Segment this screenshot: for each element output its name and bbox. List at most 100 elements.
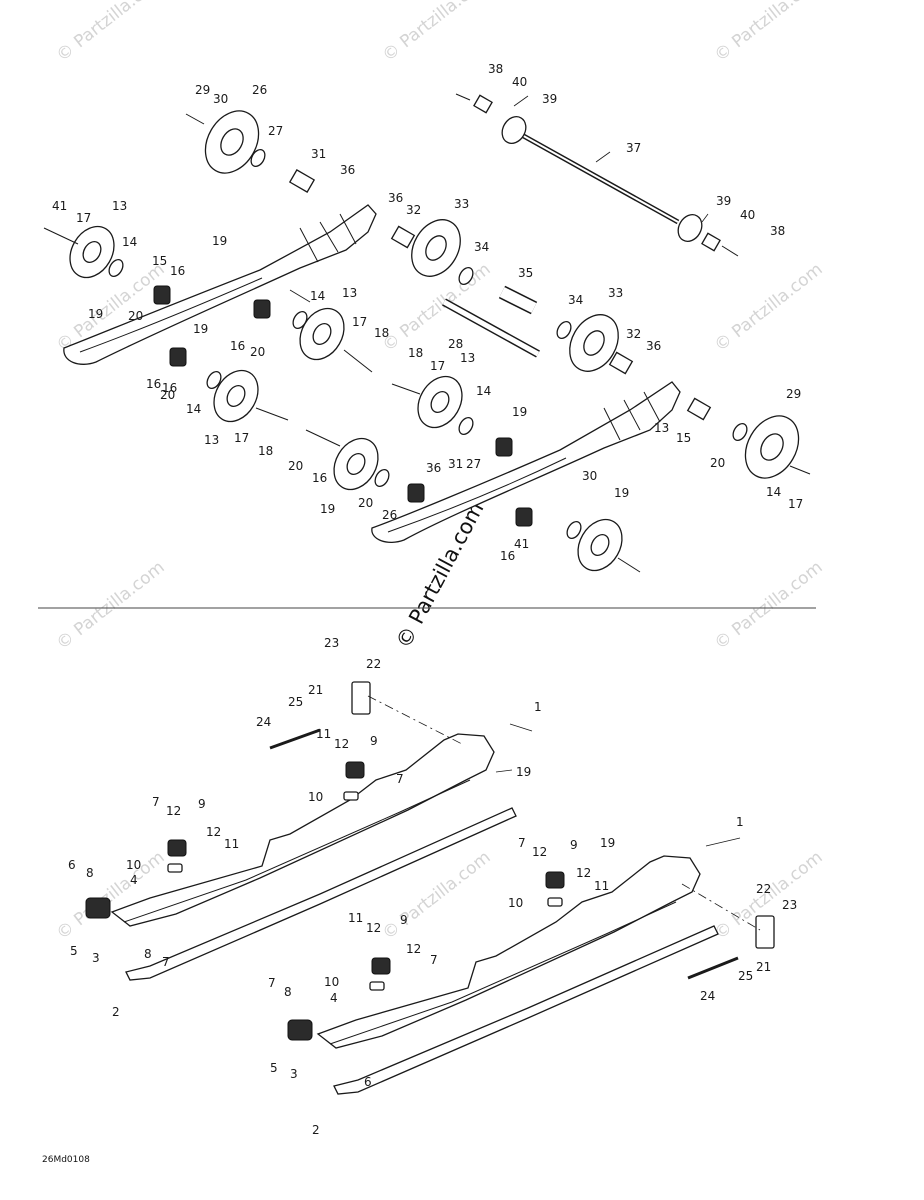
callout: 6 [364, 1075, 372, 1089]
callout: 9 [198, 797, 206, 811]
callout: 13 [342, 286, 357, 300]
callout: 38 [770, 224, 785, 238]
callout: 16 [312, 471, 327, 485]
callout: 19 [212, 234, 227, 248]
callout: 16 [146, 377, 161, 391]
callout: 22 [366, 657, 381, 671]
callout: 10 [508, 896, 523, 910]
callout: 14 [122, 235, 137, 249]
callout: 19 [600, 836, 615, 850]
callout: 13 [654, 421, 669, 435]
callout: 31 [448, 457, 463, 471]
bolt-24-top [269, 728, 321, 750]
callout: 10 [324, 975, 339, 989]
callout: 22 [756, 882, 771, 896]
callout: 12 [532, 845, 547, 859]
callout: 20 [160, 388, 175, 402]
callout: 32 [406, 203, 421, 217]
callout: 38 [488, 62, 503, 76]
callout: 36 [388, 191, 403, 205]
callout: 31 [311, 147, 326, 161]
block-22-top [351, 681, 371, 715]
callout: 39 [542, 92, 557, 106]
callout: 20 [288, 459, 303, 473]
watermark: © Partzilla.com [53, 0, 169, 66]
callout: 8 [86, 866, 94, 880]
rail-1-lower [316, 855, 701, 1049]
callout: 12 [166, 804, 181, 818]
callout: 17 [788, 497, 803, 511]
callout: 5 [270, 1061, 278, 1075]
callout: 12 [334, 737, 349, 751]
runner-2-upper [125, 807, 517, 981]
sliders-9 [167, 761, 565, 975]
callout: 18 [408, 346, 423, 360]
wheel-33-b [569, 314, 619, 372]
callout: 36 [646, 339, 661, 353]
wheel-13-d [417, 375, 463, 429]
callout: 4 [330, 991, 338, 1005]
callout: 37 [626, 141, 641, 155]
callout: 9 [400, 913, 408, 927]
callout: 8 [144, 947, 152, 961]
callout: 18 [258, 444, 273, 458]
callout: 9 [570, 838, 578, 852]
callout: 7 [396, 772, 404, 786]
runner-2-lower [333, 925, 719, 1095]
callout: 27 [268, 124, 283, 138]
callout: 27 [466, 457, 481, 471]
callout: 18 [374, 326, 389, 340]
roller-39-bottom [677, 214, 703, 242]
callout: 16 [162, 381, 177, 395]
callout: 12 [366, 921, 381, 935]
callout: 29 [195, 83, 210, 97]
callout: 7 [268, 976, 276, 990]
brackets-16 [153, 285, 533, 527]
callout: 7 [430, 953, 438, 967]
callout: 16 [500, 549, 515, 563]
callout: 28 [448, 337, 463, 351]
callout: 19 [512, 405, 527, 419]
callout: 7 [152, 795, 160, 809]
callout: 19 [320, 502, 335, 516]
callout: 24 [256, 715, 271, 729]
callout: 23 [782, 898, 797, 912]
bearings [108, 94, 748, 540]
callout: 41 [52, 199, 67, 213]
callout: 20 [710, 456, 725, 470]
callout: 40 [512, 75, 527, 89]
callout: 13 [204, 433, 219, 447]
callout: 21 [308, 683, 323, 697]
slide-frame-left [63, 204, 377, 365]
callout: 17 [234, 431, 249, 445]
roller-39-top [501, 116, 527, 144]
callouts-lower: 23 22 21 25 1 24 11 12 9 7 19 10 7 12 9 … [68, 636, 797, 1137]
watermark: © Partzilla.com [711, 0, 827, 66]
callout: 35 [518, 266, 533, 280]
callout: 13 [460, 351, 475, 365]
lower-assembly [85, 681, 775, 1095]
callout: 3 [92, 951, 100, 965]
callout: 15 [676, 431, 691, 445]
upper-assembly [43, 93, 811, 573]
callout: 20 [250, 345, 265, 359]
callout: 2 [112, 1005, 120, 1019]
callout: 14 [186, 402, 201, 416]
callout: 14 [766, 485, 781, 499]
callout: 17 [352, 315, 367, 329]
wheel-33-a [411, 219, 461, 277]
slide-frame-right [371, 381, 681, 543]
callout: 19 [516, 765, 531, 779]
callout: 8 [284, 985, 292, 999]
callout: 4 [130, 873, 138, 887]
callout: 26 [382, 508, 397, 522]
wheel-13-c [213, 369, 259, 423]
callout: 1 [736, 815, 744, 829]
callout: 25 [738, 969, 753, 983]
callout: 34 [568, 293, 583, 307]
leader-lines [289, 95, 741, 847]
callout: 13 [112, 199, 127, 213]
callout: 30 [582, 469, 597, 483]
bumper-5-lower [287, 1019, 313, 1041]
